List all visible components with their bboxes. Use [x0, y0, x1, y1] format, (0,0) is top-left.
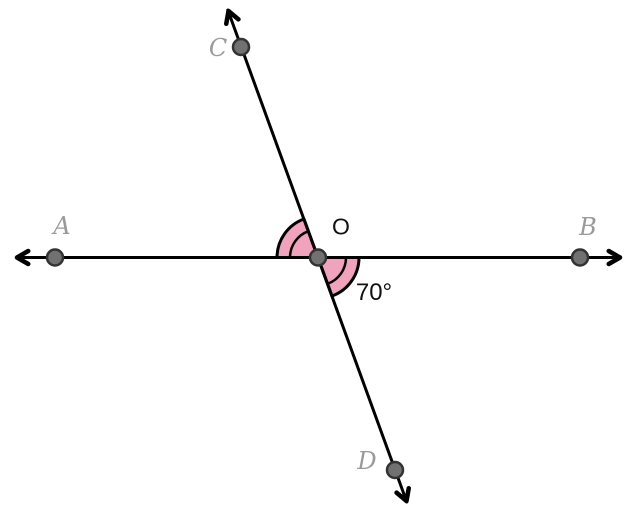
point-o-label: O: [332, 213, 350, 240]
point-o-dot: [308, 248, 328, 267]
point-d-dot: [385, 460, 405, 480]
arrowhead-d-end: [394, 485, 412, 504]
angle-value-label: 70°: [355, 279, 393, 306]
point-a-label: A: [53, 212, 71, 240]
point-d-label: D: [357, 447, 377, 475]
point-b-label: B: [579, 213, 597, 241]
point-b-dot: [570, 248, 590, 267]
angle-sector-aoc-inner-arc: [288, 230, 309, 258]
angle-sector-bod-inner-arc: [327, 257, 348, 285]
point-c-dot: [231, 37, 251, 57]
arrowhead-b-end: [606, 248, 623, 267]
arrowhead-c-end: [223, 8, 241, 27]
point-c-label: C: [208, 34, 228, 62]
arrowhead-a-end: [14, 248, 31, 267]
point-a-dot: [45, 248, 65, 267]
